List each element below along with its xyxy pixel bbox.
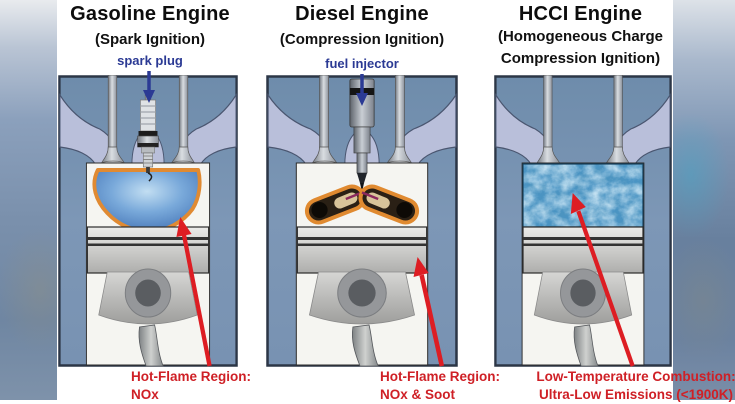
gasoline-caption: Hot-Flame Region: NOx <box>131 368 251 404</box>
left-blur-pillar <box>0 0 57 400</box>
valve-stem-left <box>107 75 118 150</box>
gasoline-subtitle: (Spark Ignition) <box>95 31 205 48</box>
connecting-rod <box>352 324 379 367</box>
gasoline-engine-diagram <box>58 75 238 367</box>
diesel-subtitle: (Compression Ignition) <box>279 31 445 48</box>
annotation-arrow-icon <box>176 217 212 367</box>
valve-stem-right <box>178 75 189 150</box>
diesel-title: Diesel Engine <box>295 3 429 25</box>
caption-line: Ultra-Low Emissions (<1900K) <box>539 387 733 402</box>
annotation-arrow-icon <box>413 257 445 367</box>
piston <box>86 226 210 367</box>
hcci-title: HCCI Engine <box>518 3 643 25</box>
caption-line: Hot-Flame Region: <box>380 369 500 384</box>
down-arrow-icon <box>356 74 368 106</box>
hcci-caption: Low-Temperature Combustion: Ultra-Low Em… <box>534 368 735 404</box>
valve-stem-right <box>394 75 405 150</box>
connecting-rod <box>573 324 599 367</box>
spark-plug <box>137 92 159 182</box>
piston <box>296 226 428 367</box>
homogeneous-charge-cloud <box>522 163 644 228</box>
hcci-engine-diagram <box>494 75 672 367</box>
down-arrow-icon <box>143 71 155 103</box>
annotation-arrow-icon <box>570 193 635 367</box>
right-blur-pillar <box>673 0 735 400</box>
fuel-spray-left <box>304 184 366 225</box>
piston <box>522 226 644 367</box>
connecting-rod <box>138 324 164 367</box>
caption-line: NOx & Soot <box>380 387 456 402</box>
diesel-caption: Hot-Flame Region: NOx & Soot <box>380 368 500 404</box>
valve-stem-left <box>319 75 330 150</box>
diesel-engine-diagram <box>266 75 458 367</box>
gasoline-title: Gasoline Engine <box>70 3 230 25</box>
caption-line: Hot-Flame Region: <box>131 369 251 384</box>
valve-stem-left <box>543 75 553 150</box>
hcci-subtitle: (Homogeneous Charge Compression Ignition… <box>497 28 663 67</box>
valve-stem-right <box>613 75 623 150</box>
caption-line: Low-Temperature Combustion: <box>536 369 735 384</box>
spark-plug-label: spark plug <box>117 53 183 68</box>
fuel-injector-label: fuel injector <box>325 56 399 71</box>
caption-line: NOx <box>131 387 159 402</box>
fuel-spray-right <box>358 184 420 225</box>
